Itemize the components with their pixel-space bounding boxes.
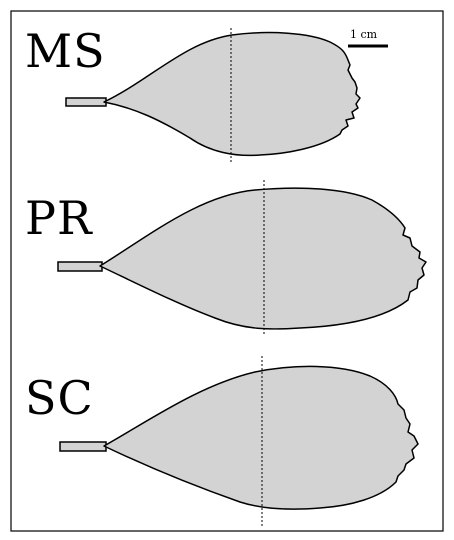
leaf-pr-petiole [57, 261, 103, 272]
leaf-ms [65, 28, 361, 162]
leaf-ms-blade [103, 31, 361, 157]
leaf-pr [57, 180, 427, 336]
figure-border [10, 10, 444, 532]
scale-bar-label: 1 cm [350, 28, 378, 41]
leaf-ms-petiole [65, 97, 107, 107]
leaf-pr-blade [99, 187, 427, 330]
leaf-sc-blade [103, 365, 419, 510]
leaf-pr-label: PR [25, 191, 93, 245]
leaf-sc-petiole [59, 441, 107, 452]
leaf-sc [59, 356, 419, 526]
leaf-sc-label: SC [25, 371, 94, 425]
leaf-ms-label: MS [25, 24, 106, 78]
